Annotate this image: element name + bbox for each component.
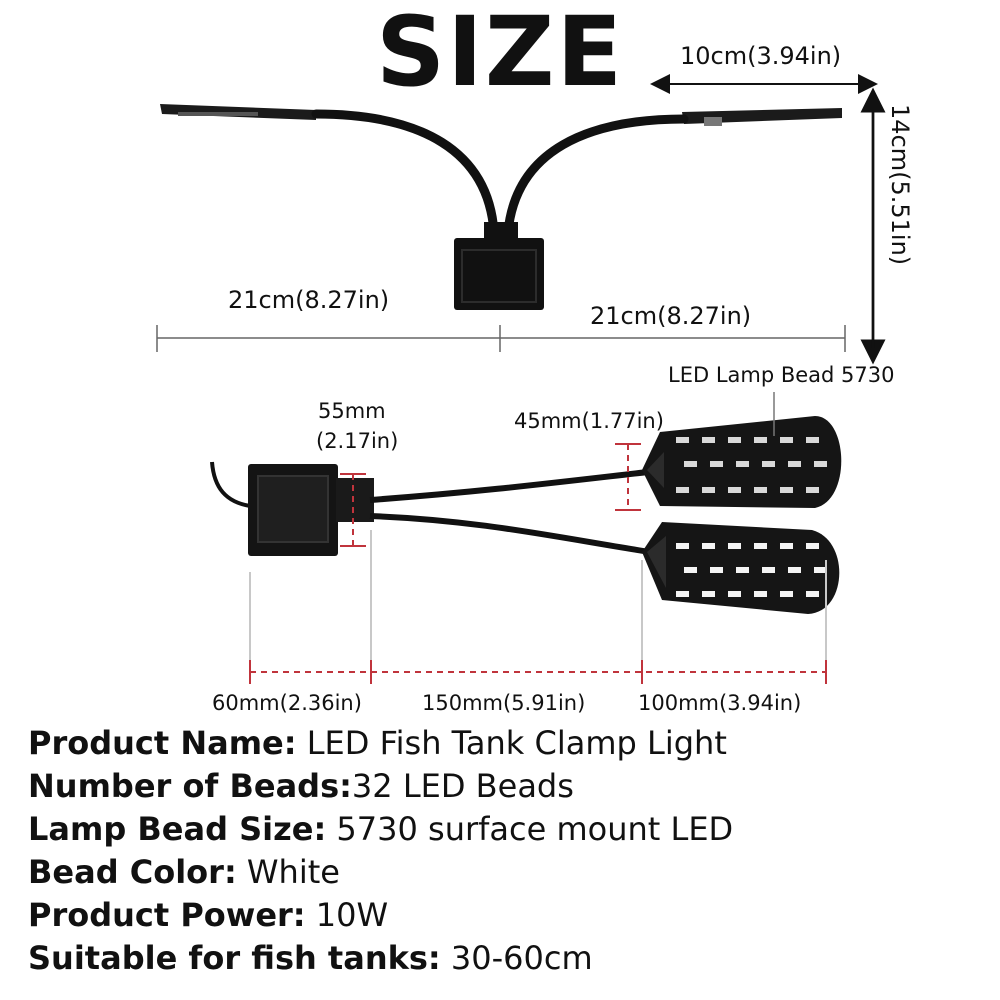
- led-bead: [780, 591, 793, 597]
- lower-neck: [369, 513, 651, 555]
- spec-row-bead-color: Bead Color: White: [28, 853, 340, 891]
- led-beads: [676, 437, 827, 597]
- clamp-width-label: 60mm(2.36in): [212, 691, 362, 715]
- led-bead: [788, 567, 801, 573]
- spec-row-number-of-beads: Number of Beads:32 LED Beads: [28, 767, 574, 805]
- led-bead: [710, 461, 723, 467]
- spec-row-suitable-tanks: Suitable for fish tanks: 30-60cm: [28, 939, 593, 977]
- size-title: SIZE: [375, 0, 625, 108]
- led-bead: [736, 461, 749, 467]
- led-bead: [684, 461, 697, 467]
- spec-row-product-name: Product Name: LED Fish Tank Clamp Light: [28, 724, 727, 762]
- right-gooseneck: [503, 114, 689, 237]
- spec-row-lamp-bead-size: Lamp Bead Size: 5730 surface mount LED: [28, 810, 734, 848]
- front-dimension-lines: [249, 443, 827, 684]
- led-bead: [702, 487, 715, 493]
- led-bead-label: LED Lamp Bead 5730: [668, 363, 895, 387]
- product-specs: Product Name: LED Fish Tank Clamp Light …: [28, 722, 978, 980]
- clamp-height-label-line1: 55mm: [318, 399, 386, 423]
- spec-row-product-power: Product Power: 10W: [28, 896, 389, 934]
- clamp-base: [454, 238, 544, 310]
- front-view-lamp: [210, 416, 842, 614]
- left-gooseneck: [311, 109, 499, 237]
- led-bead: [780, 437, 793, 443]
- led-bead: [754, 487, 767, 493]
- led-bead: [806, 487, 819, 493]
- led-bead: [702, 437, 715, 443]
- height-label: 14cm(5.51in): [886, 104, 914, 266]
- right-span-label: 21cm(8.27in): [590, 302, 752, 330]
- led-bead: [762, 461, 775, 467]
- led-bead: [728, 591, 741, 597]
- led-bead: [736, 567, 749, 573]
- led-bead: [676, 487, 689, 493]
- led-bead: [754, 543, 767, 549]
- led-bead: [806, 591, 819, 597]
- led-bead: [684, 567, 697, 573]
- head-width-label: 10cm(3.94in): [680, 42, 842, 70]
- led-bead: [806, 437, 819, 443]
- led-bead: [754, 591, 767, 597]
- head-height-label: 45mm(1.77in): [514, 409, 664, 433]
- led-bead: [710, 567, 723, 573]
- led-bead: [728, 543, 741, 549]
- led-bead: [728, 487, 741, 493]
- led-bead: [780, 487, 793, 493]
- led-bead: [702, 543, 715, 549]
- led-bead: [762, 567, 775, 573]
- led-bead: [814, 461, 827, 467]
- led-bead: [806, 543, 819, 549]
- upper-neck: [369, 469, 649, 503]
- led-bead: [676, 437, 689, 443]
- led-bead: [814, 567, 827, 573]
- left-span-label: 21cm(8.27in): [228, 286, 390, 314]
- led-bead: [754, 437, 767, 443]
- head-length-label: 100mm(3.94in): [638, 691, 802, 715]
- led-bead: [780, 543, 793, 549]
- led-bead: [702, 591, 715, 597]
- led-bead: [788, 461, 801, 467]
- clamp-height-label-line2: (2.17in): [316, 429, 399, 453]
- neck-length-label: 150mm(5.91in): [422, 691, 586, 715]
- led-bead: [728, 437, 741, 443]
- span-dimension-line: [156, 325, 846, 352]
- top-view-lamp: [160, 104, 842, 310]
- led-bead: [676, 543, 689, 549]
- power-cable: [210, 461, 251, 508]
- led-bead: [676, 591, 689, 597]
